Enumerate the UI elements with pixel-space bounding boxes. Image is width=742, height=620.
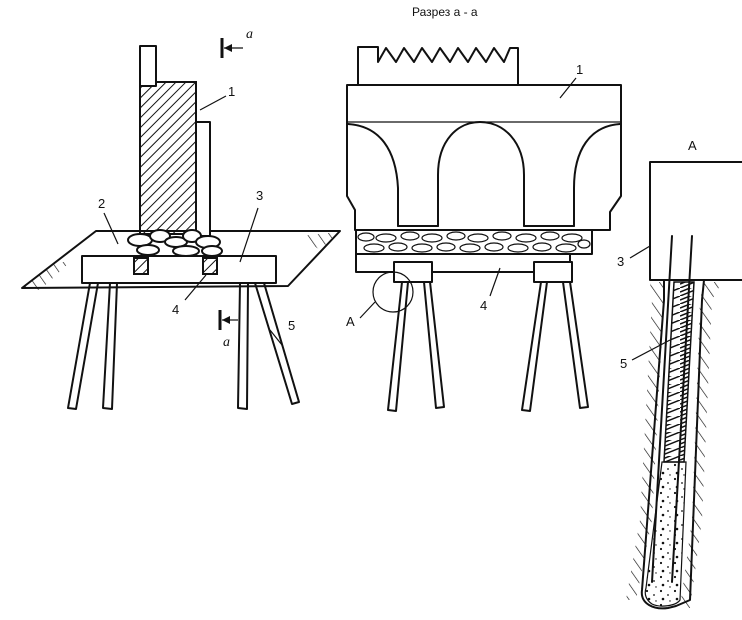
- leader-detail-5: [631, 339, 671, 361]
- leader-2: [103, 212, 119, 245]
- detail-view: А 3 5: [617, 138, 742, 610]
- leader-5: [269, 329, 283, 346]
- leader-detail-3: [629, 245, 651, 259]
- arch-left: [347, 123, 399, 227]
- pile-head-left: [133, 257, 149, 275]
- rod-right: [671, 235, 693, 583]
- detail-beam: [649, 161, 742, 281]
- pile-head-right: [202, 257, 218, 275]
- column: [195, 121, 211, 237]
- side-piles: [67, 282, 300, 410]
- side-view: а а 1 2 3 4 5: [21, 27, 341, 410]
- detail-mark-label: А: [346, 314, 355, 329]
- ground-surface: [21, 230, 341, 289]
- detail-circle: [372, 271, 414, 313]
- section-mark-top: а: [246, 27, 253, 42]
- grillage-beam: [81, 255, 277, 284]
- leader-3: [239, 207, 259, 263]
- ground-hatching-right: [300, 232, 338, 250]
- rod-left: [651, 235, 673, 583]
- callout-4: 4: [172, 302, 179, 317]
- detail-pile-hole: [640, 279, 705, 610]
- detail-ground-left: [626, 282, 664, 600]
- pile-cap-left: [393, 261, 433, 283]
- detail-callout-3: 3: [617, 254, 624, 269]
- stone-layer-stones: [357, 231, 591, 253]
- wall-top-stub: [139, 45, 157, 87]
- concrete-fill: [644, 461, 687, 607]
- leader-1: [199, 95, 227, 111]
- leader-section-4: [489, 267, 501, 297]
- arch-middle: [437, 121, 525, 227]
- detail-title: А: [688, 138, 697, 153]
- detail-callout-5: 5: [620, 356, 627, 371]
- callout-2: 2: [98, 196, 105, 211]
- arched-wall: [346, 84, 622, 231]
- leader-4: [184, 274, 207, 301]
- section-callout-1: 1: [576, 62, 583, 77]
- ground-hatching: [22, 262, 70, 290]
- leader-section-1: [559, 77, 577, 99]
- detail-ground-right: [680, 282, 722, 608]
- pile-cap-right: [533, 261, 573, 283]
- arch-right: [573, 123, 621, 227]
- stone-bedding: [127, 229, 223, 257]
- section-view: Разрез а - а: [346, 5, 622, 412]
- section-title: Разрез а - а: [412, 5, 478, 19]
- section-mark-bottom: а: [223, 335, 230, 350]
- section-piles: [387, 281, 589, 412]
- callout-5: 5: [288, 318, 295, 333]
- section-callout-4: 4: [480, 298, 487, 313]
- callout-3: 3: [256, 188, 263, 203]
- section-cut-bottom: [218, 310, 238, 330]
- crenellated-wall: [357, 46, 519, 86]
- callout-1: 1: [228, 84, 235, 99]
- section-cut-top: [220, 38, 243, 58]
- wall-section: [139, 81, 197, 235]
- detail-leader: [359, 301, 376, 319]
